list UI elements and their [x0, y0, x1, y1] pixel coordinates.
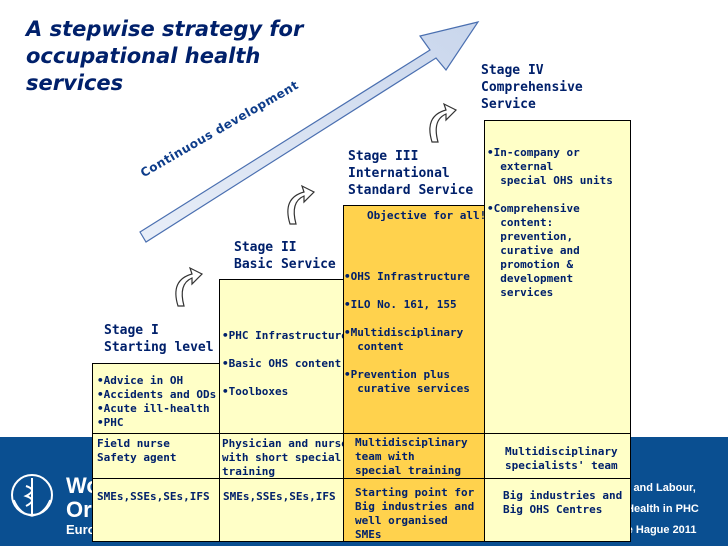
- stage-2-target: SMEs,SSEs,SEs,IFS: [223, 490, 336, 503]
- stage-3-objective: Objective for all!: [367, 209, 487, 222]
- stage-1-label: Stage I Starting level: [104, 323, 214, 355]
- stage-1-staff: Field nurse Safety agent: [97, 437, 177, 464]
- curved-arrow-icon: [287, 184, 316, 225]
- divider: [219, 433, 344, 434]
- stage-4-staff: Multidisciplinary specialists' team: [505, 445, 618, 472]
- divider: [484, 433, 631, 434]
- divider: [343, 433, 485, 434]
- stage-4-column: [484, 120, 631, 542]
- divider: [343, 478, 485, 479]
- curved-arrow-icon: [175, 266, 204, 307]
- stage-4-label: Stage IV Comprehensive Service: [481, 63, 583, 112]
- stage-2-content: •PHC Infrastructure •Basic OHS content •…: [222, 329, 348, 398]
- stage-3-target: Starting point for Big industries and we…: [355, 486, 475, 541]
- stage-1-column: [92, 363, 220, 542]
- curved-arrow-icon: [429, 102, 458, 143]
- stage-4-content: •In-company or external special OHS unit…: [487, 146, 613, 299]
- stage-1-content: •Advice in OH •Accidents and ODs •Acute …: [97, 374, 217, 429]
- stage-2-staff: Physician and nurse with short special t…: [222, 437, 348, 478]
- stage-3-content: •OHS Infrastructure •ILO No. 161, 155 •M…: [344, 270, 470, 395]
- stage-3-column: [343, 205, 485, 542]
- divider: [92, 478, 220, 479]
- stage-1-target: SMEs,SSEs,SEs,IFS: [97, 490, 210, 503]
- page-title: A stepwise strategy for occupational hea…: [26, 17, 304, 95]
- divider: [92, 433, 220, 434]
- divider: [484, 478, 631, 479]
- divider: [219, 478, 344, 479]
- stage-4-target: Big industries and Big OHS Centres: [503, 489, 623, 516]
- who-emblem-icon: [11, 474, 53, 517]
- stage-3-staff: Multidisciplinary team with special trai…: [355, 436, 468, 477]
- stage-2-label: Stage II Basic Service: [234, 240, 336, 272]
- stage-3-label: Stage III International Standard Service: [348, 149, 474, 198]
